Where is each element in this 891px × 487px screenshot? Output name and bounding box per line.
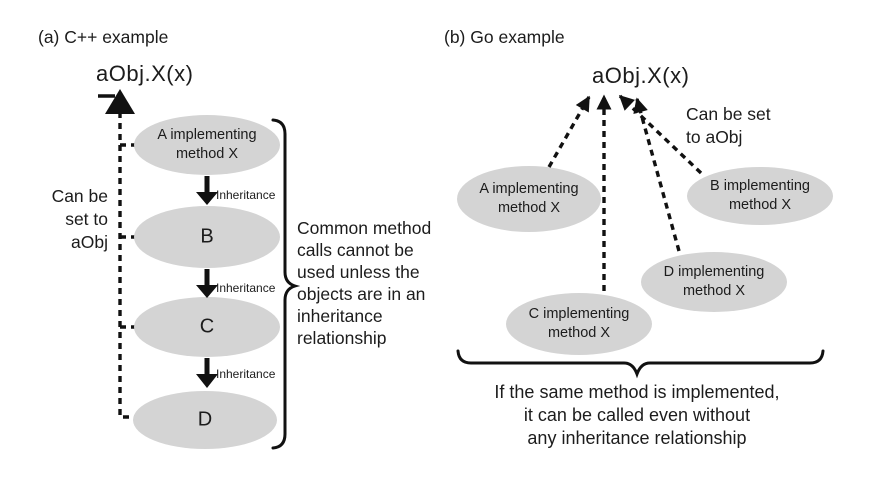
call-arrowhead-a [105,89,135,114]
type-a-label: A implementing method X [479,181,579,216]
inheritance-arrow-cd [196,358,218,388]
type-b-ellipse [687,167,833,225]
panel-b-title: (b) Go example [444,27,565,47]
panel-b-shapes [456,94,833,379]
assignment-dashed-line-a [118,112,137,419]
panel-a-title: (a) C++ example [38,27,169,47]
type-a-ellipse [457,166,601,232]
method-call-label-b: aObj.X(x) [592,63,690,88]
brace-annotation-b: If the same method is implemented, it ca… [494,382,780,448]
type-d-label: D implementing method X [663,264,765,299]
brace-annotation-a: Common method calls cannot be used unles… [297,218,432,348]
class-a-ellipse [134,115,280,175]
inheritance-edge-label-ab: Inheritance [216,188,276,202]
inheritance-arrow-ab [196,176,218,205]
class-d-label: D [197,408,213,431]
type-c-label: C implementing method X [528,306,630,341]
type-b-label: B implementing method X [710,178,810,213]
group-brace-b [456,349,825,379]
inheritance-edge-label-cd: Inheritance [216,367,276,381]
class-d-ellipse [133,391,277,449]
class-a-label: A implementing method X [157,127,257,162]
call-link-a [547,95,591,168]
class-c-ellipse [134,297,280,357]
class-c-label: C [199,315,215,338]
set-to-aobj-note-a: Can be set to aObj [51,186,108,252]
inheritance-edge-label-bc: Inheritance [216,281,276,295]
set-to-aobj-note-b: Can be set to aObj [686,104,771,147]
group-brace-a [271,118,301,450]
inheritance-arrow-bc [196,269,218,298]
type-c-ellipse [506,293,652,355]
type-d-ellipse [641,252,787,312]
call-link-d [633,97,681,252]
panel-a-shapes [98,89,301,450]
class-b-label: B [200,225,214,248]
class-b-ellipse [134,206,280,268]
method-call-label-a: aObj.X(x) [96,61,194,86]
